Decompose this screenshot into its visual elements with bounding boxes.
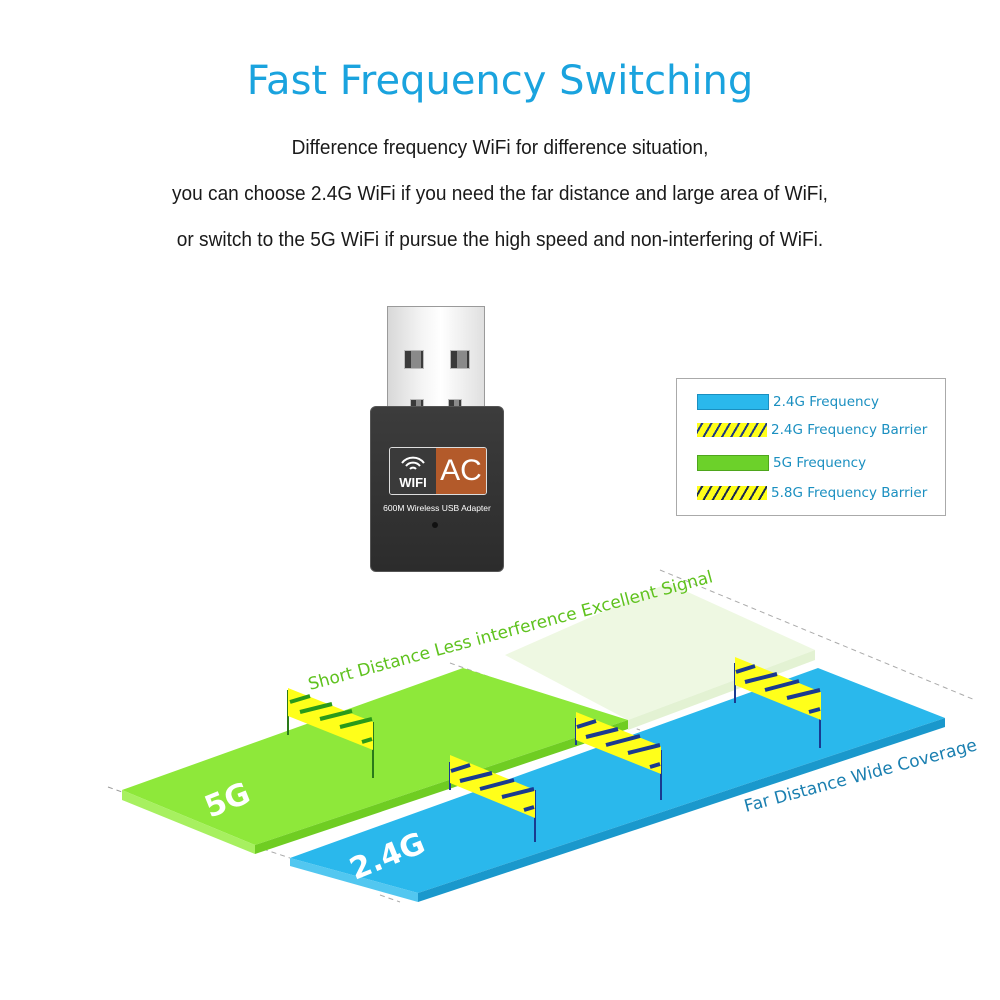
legend-item: 5G Frequency	[697, 454, 866, 472]
band-24g-top	[290, 668, 945, 893]
band-5g-top	[122, 668, 628, 845]
legend-label: 5G Frequency	[773, 455, 867, 471]
band-5g-faded-edge	[628, 650, 815, 730]
band-24g-side-front	[290, 858, 418, 902]
legend-swatch-green	[697, 455, 769, 471]
description-line-1: Difference frequency WiFi for difference…	[291, 136, 709, 159]
band-5g-faded	[505, 583, 815, 720]
guide-line	[107, 786, 123, 793]
usb-plug	[387, 306, 485, 413]
guide-line	[659, 569, 976, 701]
band-24g-side	[418, 718, 945, 902]
legend-item: 5.8G Frequency Barrier	[697, 484, 927, 502]
page-title: Fast Frequency Switching	[246, 58, 754, 104]
usb-wifi-adapter: WIFI AC 600M Wireless USB Adapter	[370, 306, 504, 572]
barrier-24g	[575, 712, 662, 800]
wifi-signal-icon	[401, 456, 425, 470]
description-line-3: or switch to the 5G WiFi if pursue the h…	[176, 228, 824, 251]
barrier-24g	[734, 657, 821, 748]
guide-line	[379, 894, 401, 903]
legend-item: 2.4G Frequency	[697, 393, 879, 411]
legend-swatch-blue	[697, 394, 769, 410]
badge-wifi-text: WIFI	[399, 475, 427, 490]
badge-ac-text: AC	[436, 448, 486, 494]
legend: 2.4G Frequency 2.4G Frequency Barrier 5G…	[676, 378, 946, 516]
legend-label: 5.8G Frequency Barrier	[771, 485, 928, 501]
barrier-5g	[287, 688, 374, 778]
model-text: 600M Wireless USB Adapter	[383, 503, 491, 513]
description-line-2: you can choose 2.4G WiFi if you need the…	[172, 182, 828, 205]
led-indicator	[432, 522, 438, 528]
adapter-body: WIFI AC 600M Wireless USB Adapter	[370, 406, 504, 572]
legend-label: 2.4G Frequency Barrier	[771, 422, 928, 438]
legend-swatch-stripes	[697, 486, 767, 500]
guide-line	[262, 848, 291, 859]
legend-item: 2.4G Frequency Barrier	[697, 421, 927, 439]
band-5g-side-front	[122, 790, 255, 854]
wifi-ac-badge: WIFI AC	[389, 447, 487, 495]
barrier-24g	[449, 755, 536, 842]
band-5g-side	[255, 720, 628, 854]
legend-label: 2.4G Frequency	[773, 394, 879, 410]
legend-swatch-stripes	[697, 423, 767, 437]
